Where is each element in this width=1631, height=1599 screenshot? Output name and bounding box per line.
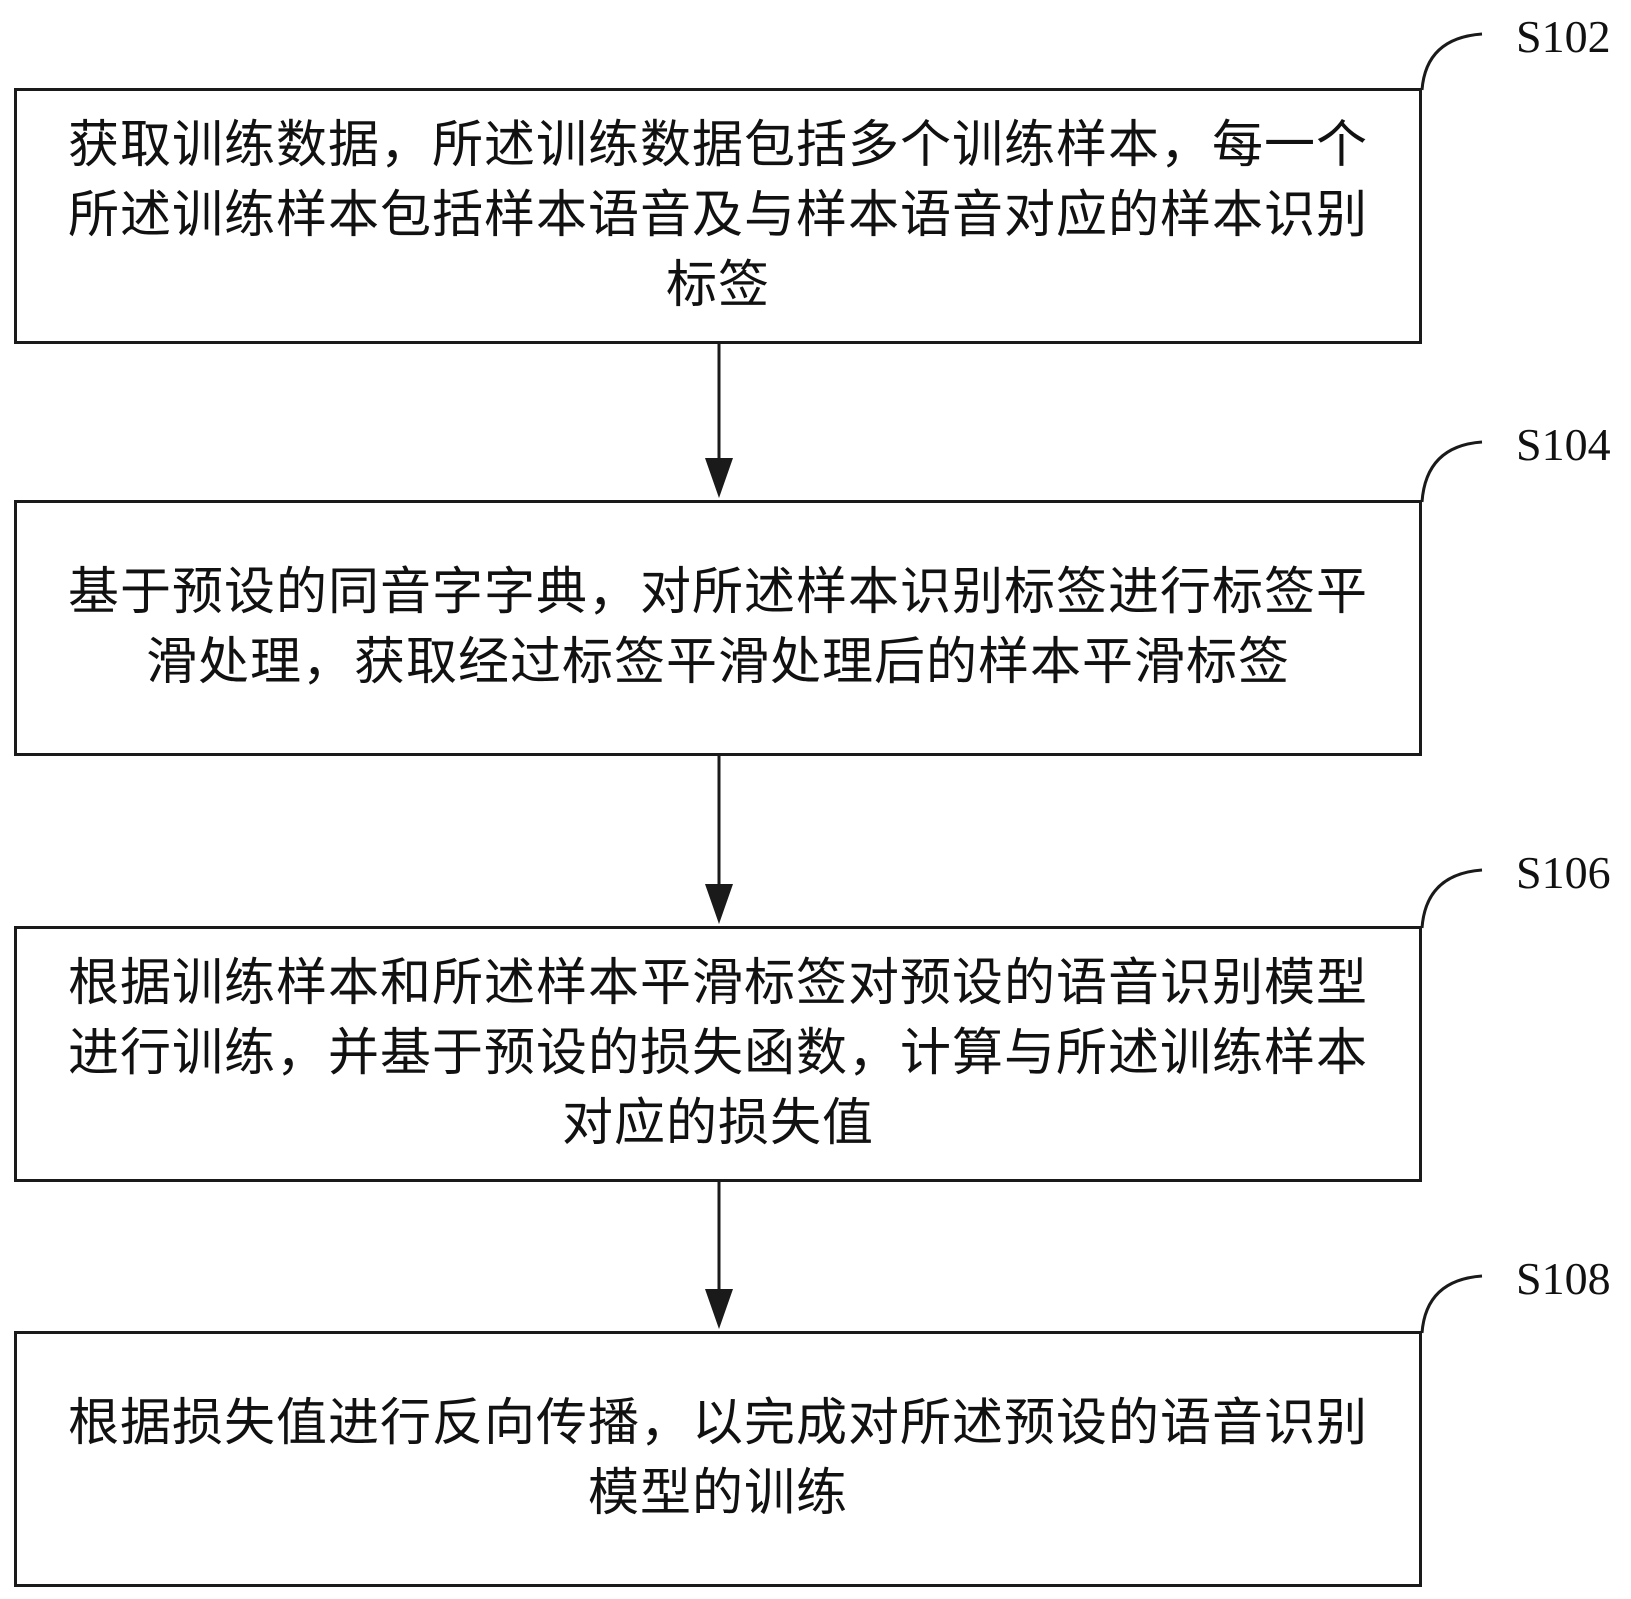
step-text-s106: 根据训练样本和所述样本平滑标签对预设的语音识别模型进行训练，并基于预设的损失函数… — [67, 954, 1368, 1153]
step-box-s104: 基于预设的同音字字典，对所述样本识别标签进行标签平滑处理，获取经过标签平滑处理后… — [14, 500, 1422, 756]
step-text-s102: 获取训练数据，所述训练数据包括多个训练样本，每一个所述训练样本包括样本语音及与样… — [67, 116, 1368, 315]
step-box-s106: 根据训练样本和所述样本平滑标签对预设的语音识别模型进行训练，并基于预设的损失函数… — [14, 926, 1422, 1182]
flow-arrow-3-head — [705, 1289, 733, 1329]
flow-arrow-2-head — [705, 884, 733, 924]
step-box-s108: 根据损失值进行反向传播，以完成对所述预设的语音识别模型的训练 — [14, 1331, 1422, 1587]
step-label-s108: S108 — [1516, 1253, 1611, 1304]
step-text-s108: 根据损失值进行反向传播，以完成对所述预设的语音识别模型的训练 — [67, 1394, 1368, 1523]
flow-arrow-1-head — [705, 458, 733, 498]
label-leader-s108 — [1420, 1274, 1483, 1334]
step-label-s106: S106 — [1516, 847, 1611, 898]
step-text-s104: 基于预设的同音字字典，对所述样本识别标签进行标签平滑处理，获取经过标签平滑处理后… — [67, 563, 1368, 692]
step-box-s102: 获取训练数据，所述训练数据包括多个训练样本，每一个所述训练样本包括样本语音及与样… — [14, 88, 1422, 344]
step-label-s104: S104 — [1516, 419, 1611, 470]
label-leader-s102 — [1420, 32, 1483, 91]
label-leader-s106 — [1420, 868, 1483, 929]
step-label-s102: S102 — [1516, 11, 1611, 62]
label-leader-s104 — [1420, 440, 1483, 503]
